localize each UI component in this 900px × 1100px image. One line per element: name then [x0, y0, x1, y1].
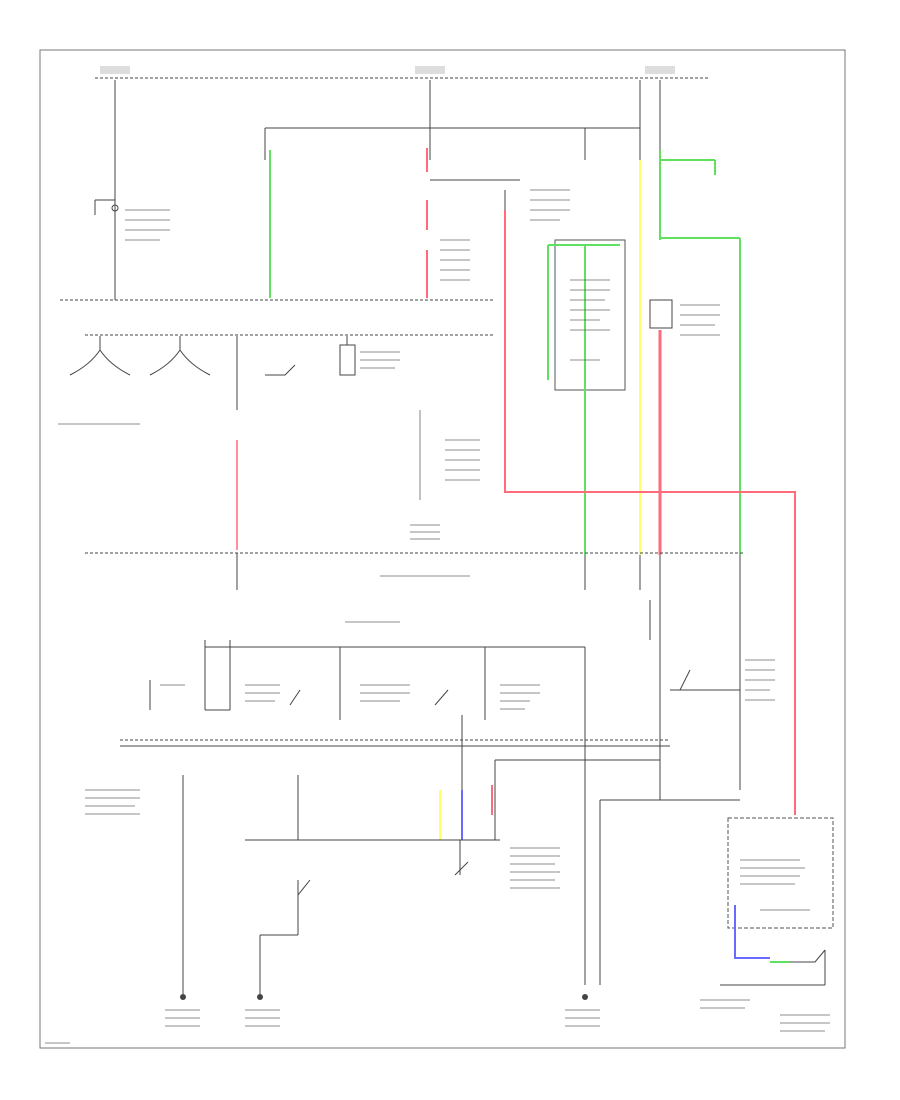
right-switch — [649, 600, 775, 701]
power-supply-text — [740, 859, 810, 911]
wire-blue-power — [734, 905, 770, 959]
power-supply-switch — [700, 949, 830, 1032]
top-wiring — [114, 80, 661, 300]
power-supply-box — [727, 817, 834, 929]
diagram-frame — [39, 49, 846, 1049]
ignition-switch-symbol — [94, 199, 170, 241]
top-fuse-labels — [100, 66, 675, 74]
relay-module-box — [554, 239, 626, 391]
control-block — [149, 640, 586, 985]
wire-pink-long — [504, 210, 796, 815]
lower-verticals — [182, 775, 500, 995]
lower-component-text — [85, 789, 560, 889]
right-relay-symbol — [649, 299, 720, 336]
relay-drops — [236, 553, 741, 800]
center-column-text — [410, 410, 480, 540]
gauge-symbols — [69, 336, 400, 410]
ground-symbols — [165, 994, 600, 1027]
center-component-text — [440, 189, 570, 281]
relay-module-text — [570, 279, 610, 361]
